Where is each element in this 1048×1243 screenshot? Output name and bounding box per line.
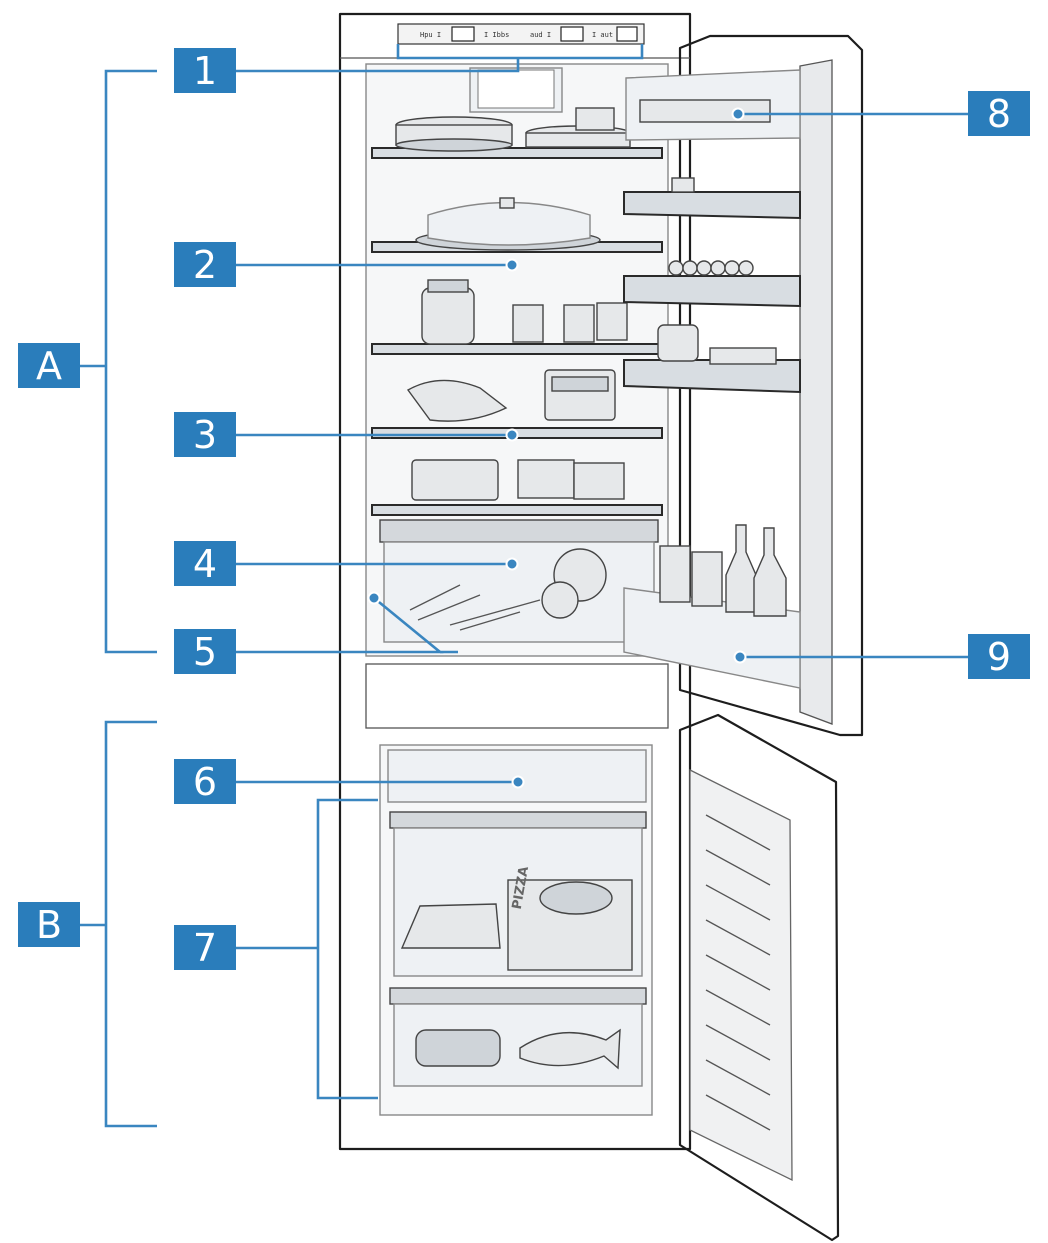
svg-text:5: 5 [193,630,217,674]
svg-text:6: 6 [193,760,217,804]
callout-3: 3 [174,412,236,457]
shelf-3 [371,343,663,355]
fridge-door [623,34,864,737]
svg-text:A: A [36,344,62,388]
callout-8: 8 [968,91,1030,136]
svg-text:Hpu I: Hpu I [420,31,441,39]
freezer-drawers: PIZZA [387,749,647,1087]
callout-badges: 1 2 3 4 5 6 7 8 [18,48,1030,970]
callout-6: 6 [174,759,236,804]
svg-text:B: B [36,903,62,947]
stored-food [395,107,631,501]
interior-light [469,67,563,113]
svg-text:7: 7 [193,926,217,970]
bracket-a [104,69,157,654]
bracket-b [104,720,157,1128]
svg-text:3: 3 [193,413,217,457]
svg-text:9: 9 [987,635,1011,679]
callout-7: 7 [174,925,236,970]
control-panel: Hpu I I Ibbs aud I I aut [397,23,645,45]
svg-text:aud I: aud I [530,31,551,39]
pizza-box-label: PIZZA [510,865,532,910]
callout-5: 5 [174,629,236,674]
callout-4: 4 [174,541,236,586]
svg-text:2: 2 [193,243,217,287]
svg-text:I Ibbs: I Ibbs [484,31,509,39]
callout-2: 2 [174,242,236,287]
leader-lines [80,44,968,1128]
section-a-label: A [18,343,80,388]
freezer-door [678,713,840,1242]
shelf-5 [371,504,663,516]
svg-text:4: 4 [193,542,217,586]
door-vents [705,814,771,1131]
section-b-label: B [18,902,80,947]
vegetable-drawer [379,519,659,643]
callout-9: 9 [968,634,1030,679]
callout-1: 1 [174,48,236,93]
svg-text:I aut: I aut [592,31,613,39]
svg-text:8: 8 [987,92,1011,136]
leader-dots [367,107,747,789]
svg-text:1: 1 [193,49,217,93]
